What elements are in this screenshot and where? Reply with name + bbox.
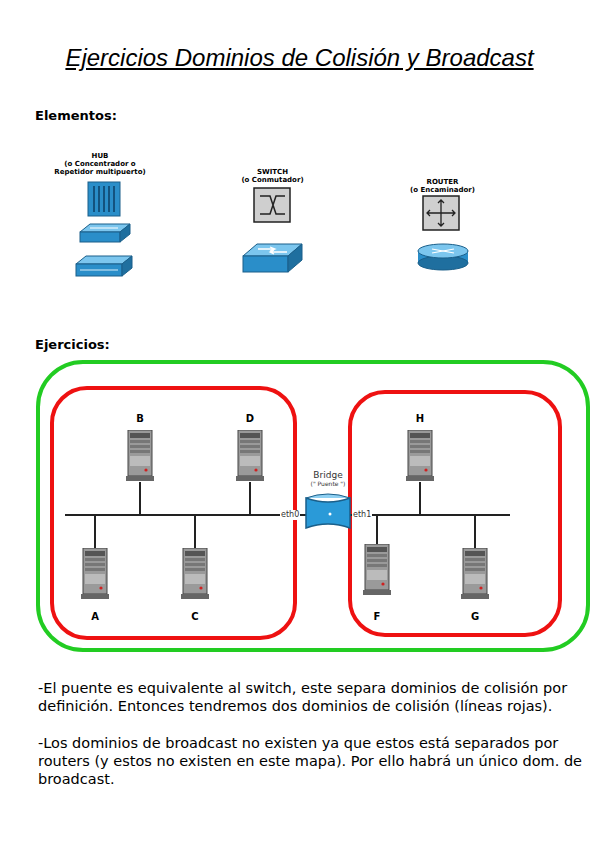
switch-icon [243, 188, 302, 272]
device-node: Bridge(" Puente ") [293, 470, 363, 530]
server-label: B [136, 413, 144, 425]
device-description: (" Puente ") [311, 480, 346, 487]
page-title: Ejercicios Dominios de Colisión y Broadc… [0, 44, 599, 72]
bus-wire [65, 482, 510, 548]
section-heading: Ejercicios: [35, 337, 235, 352]
port-label: eth1 [352, 510, 372, 520]
server-node: D [230, 413, 270, 483]
device-description: (o Concentrador o Repetidor multipuerto) [48, 160, 152, 176]
section-heading: Elementos: [35, 108, 235, 123]
device-name: ROUTER [427, 178, 459, 186]
server-node: G [455, 547, 495, 623]
server-node: A [75, 547, 115, 623]
device-name: SWITCH [257, 168, 288, 176]
server-node: F [357, 543, 397, 623]
explanation-note: -El puente es equivalente al switch, est… [38, 679, 583, 715]
server-label: C [191, 611, 198, 623]
server-label: H [416, 413, 424, 425]
server-label: G [471, 611, 479, 623]
explanation-note: -Los dominios de broadcast no existen ya… [38, 734, 583, 788]
server-node: C [175, 547, 215, 623]
server-icon [81, 430, 489, 599]
server-label: A [91, 611, 99, 623]
collision-domain-outline [52, 388, 295, 638]
device-name: HUB [92, 152, 109, 160]
server-node: H [400, 413, 440, 483]
collision-domain-outline [350, 392, 560, 635]
server-label: F [374, 611, 381, 623]
device-name: Bridge [313, 470, 342, 480]
port-label: eth0 [280, 510, 300, 520]
device-node: ROUTER(o Encaminador) [395, 178, 490, 196]
broadcast-domain-outline [38, 362, 588, 650]
server-label: D [246, 413, 254, 425]
device-node: SWITCH(o Conmutador) [225, 168, 320, 186]
device-description: (o Encaminador) [410, 186, 475, 194]
server-node: B [120, 413, 160, 483]
device-description: (o Conmutador) [241, 176, 303, 184]
router-icon [418, 196, 468, 270]
bridge-icon [306, 494, 350, 528]
device-node: HUB(o Concentrador o Repetidor multipuer… [48, 152, 152, 180]
hub-icon [76, 182, 132, 276]
